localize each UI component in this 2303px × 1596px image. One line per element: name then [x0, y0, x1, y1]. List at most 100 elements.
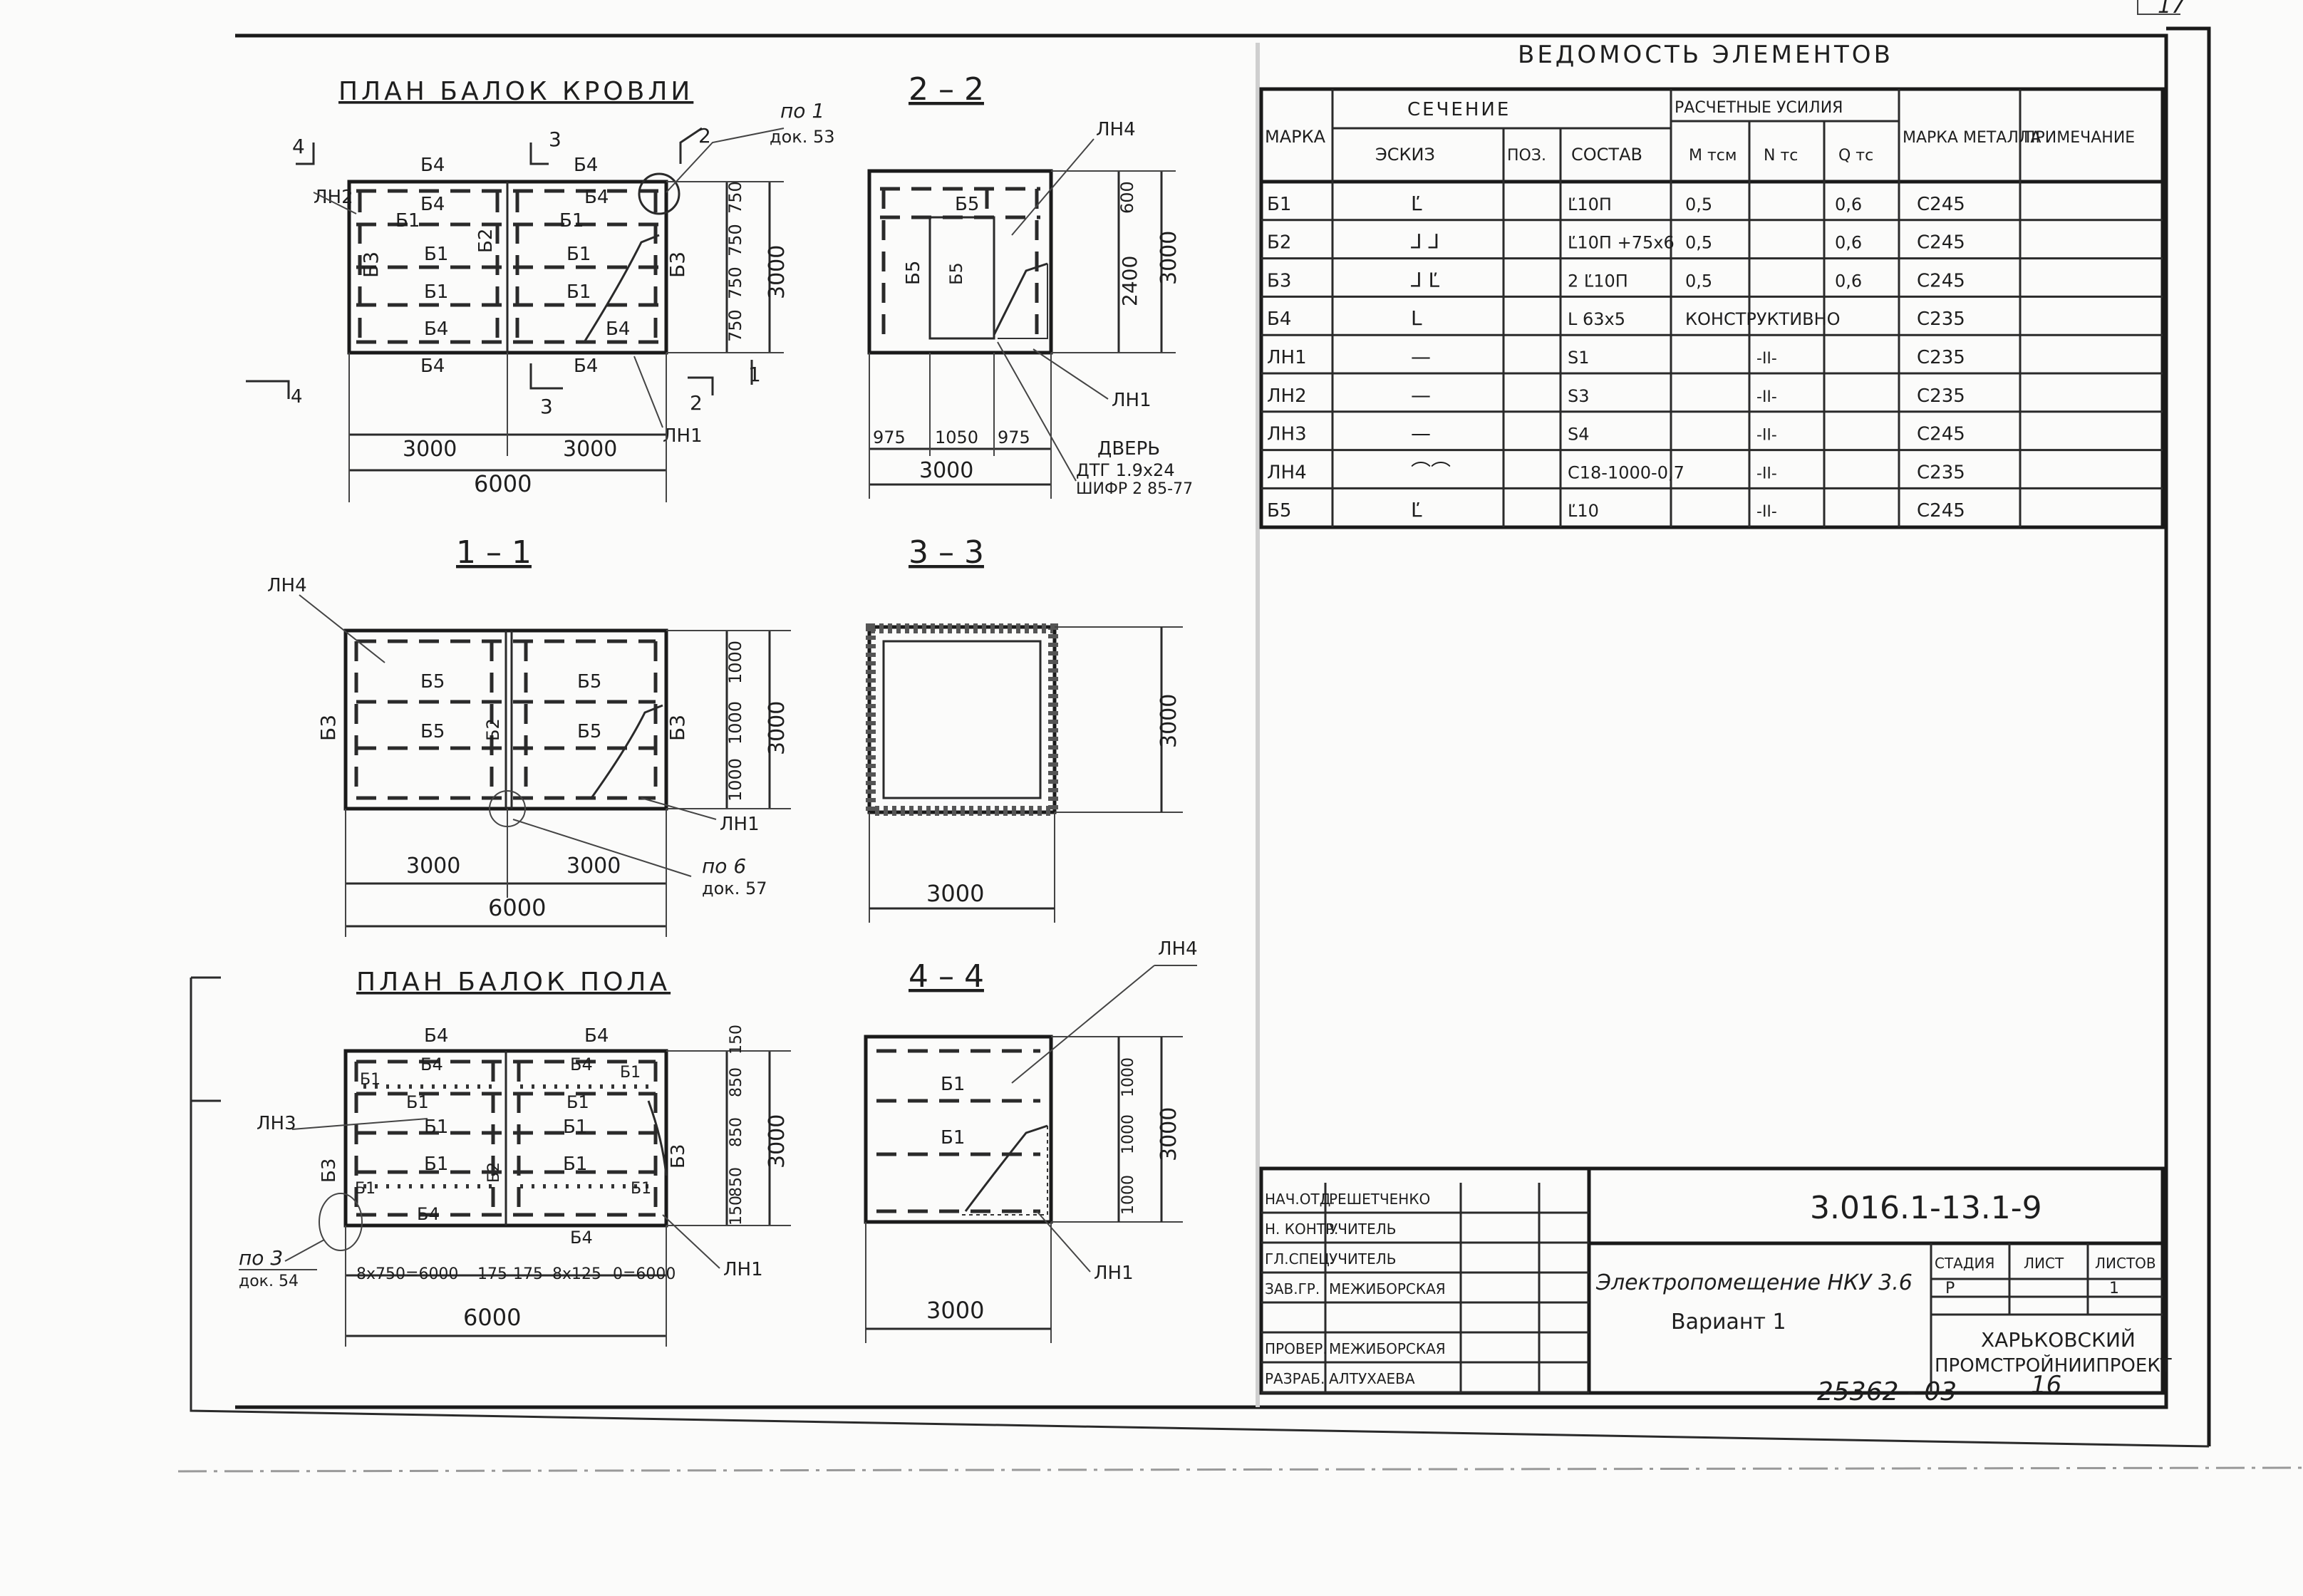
- svg-text:Б1: Б1: [631, 1180, 651, 1198]
- svg-text:3000: 3000: [563, 437, 617, 462]
- svg-text:Б1: Б1: [395, 210, 420, 232]
- svg-text:ПРИМЕЧАНИЕ: ПРИМЕЧАНИЕ: [2024, 129, 2135, 147]
- svg-text:СОСТАВ: СОСТАВ: [1571, 145, 1642, 165]
- stamp-role: ЗАВ.ГР.: [1265, 1280, 1320, 1297]
- svg-text:ДВЕРЬ: ДВЕРЬ: [1097, 438, 1160, 460]
- svg-text:3000: 3000: [926, 880, 984, 907]
- stamp-role: Н. КОНТР.: [1265, 1221, 1338, 1238]
- table-cell-comp: Ľ10П +75х6: [1568, 233, 1675, 253]
- svg-text:Б5: Б5: [955, 194, 979, 215]
- svg-text:Б1: Б1: [563, 1116, 587, 1138]
- table-cell-sketch: —: [1411, 345, 1431, 368]
- table-cell-mark: Б5: [1267, 500, 1291, 522]
- svg-text:6000: 6000: [463, 1304, 521, 1331]
- table-cell-n: -II-: [1756, 427, 1777, 445]
- svg-text:975: 975: [998, 428, 1030, 447]
- table-cell-n: -II-: [1756, 388, 1777, 406]
- svg-text:Б4: Б4: [424, 318, 448, 340]
- svg-text:ХАРЬКОВСКИЙ: ХАРЬКОВСКИЙ: [1981, 1327, 2136, 1352]
- table-cell-mark: Б1: [1267, 194, 1291, 215]
- svg-text:750: 750: [725, 309, 745, 342]
- svg-text:ЛН4: ЛН4: [267, 575, 307, 596]
- object-name: Электропомещение НКУ 3.6: [1595, 1270, 1913, 1295]
- svg-text:Б5: Б5: [577, 721, 601, 742]
- svg-text:Б3: Б3: [666, 715, 689, 741]
- svg-text:Б4: Б4: [420, 155, 445, 176]
- svg-text:Б1: Б1: [406, 1092, 429, 1112]
- svg-text:Р: Р: [1945, 1280, 1955, 1297]
- svg-text:Б4: Б4: [574, 155, 598, 176]
- svg-text:750: 750: [725, 181, 745, 214]
- sheet-frame: [235, 33, 2168, 1409]
- stamp-name: УЧИТЕЛЬ: [1329, 1221, 1396, 1238]
- svg-text:850: 850: [728, 1067, 745, 1097]
- table-cell-q: 0,6: [1835, 195, 1862, 214]
- svg-text:Б1: Б1: [559, 210, 584, 232]
- svg-text:850: 850: [728, 1167, 745, 1197]
- svg-text:Б3: Б3: [668, 1144, 689, 1168]
- svg-text:Б1: Б1: [620, 1064, 641, 1082]
- table-cell-comp: Ľ10П: [1568, 195, 1612, 214]
- svg-text:ЛН1: ЛН1: [663, 425, 703, 447]
- svg-text:ЛИСТОВ: ЛИСТОВ: [2095, 1255, 2156, 1272]
- svg-text:Б1: Б1: [941, 1074, 965, 1095]
- svg-text:МАРКА МЕТАЛЛА: МАРКА МЕТАЛЛА: [1903, 129, 2041, 147]
- svg-text:ЛН3: ЛН3: [257, 1113, 296, 1134]
- svg-text:Б3: Б3: [319, 1159, 340, 1183]
- stamp-role: ПРОВЕР.: [1265, 1340, 1328, 1357]
- table-cell-q: 0,6: [1835, 271, 1862, 291]
- svg-text:Б4: Б4: [417, 1204, 440, 1224]
- svg-text:1000: 1000: [725, 758, 745, 802]
- svg-text:3000: 3000: [403, 437, 457, 462]
- svg-text:док. 53: док. 53: [770, 127, 835, 147]
- svg-text:Б1: Б1: [566, 1092, 589, 1112]
- table-cell-m: 0,5: [1685, 195, 1712, 214]
- table-cell-metal: С245: [1917, 194, 1965, 215]
- svg-text:ЛН4: ЛН4: [1158, 938, 1198, 960]
- table-cell-mark: Б2: [1267, 232, 1291, 254]
- svg-text:ЛН2: ЛН2: [314, 187, 353, 208]
- table-cell-m: 0,5: [1685, 233, 1712, 253]
- table-cell-metal: С245: [1917, 232, 1965, 254]
- table-cell-sketch: ⌒⌒: [1411, 460, 1451, 483]
- svg-text:750: 750: [725, 224, 745, 256]
- table-cell-comp: S4: [1568, 425, 1590, 445]
- svg-text:1: 1: [2109, 1280, 2119, 1297]
- svg-text:3000: 3000: [1156, 694, 1181, 748]
- svg-text:3000: 3000: [1156, 1107, 1181, 1161]
- svg-text:Б1: Б1: [566, 244, 591, 265]
- svg-text:РАСЧЕТНЫЕ УСИЛИЯ: РАСЧЕТНЫЕ УСИЛИЯ: [1675, 99, 1843, 117]
- svg-text:Б5: Б5: [946, 262, 966, 285]
- svg-text:по 6: по 6: [702, 854, 746, 878]
- svg-text:2400: 2400: [1118, 256, 1142, 306]
- svg-text:ЛН4: ЛН4: [1096, 119, 1136, 140]
- svg-text:Б4: Б4: [570, 1054, 593, 1074]
- svg-text:3000: 3000: [1156, 231, 1181, 285]
- table-cell-sketch: Ľ: [1411, 498, 1422, 522]
- svg-text:Б1: Б1: [424, 244, 448, 265]
- svg-text:6000: 6000: [474, 470, 532, 497]
- svg-text:3000: 3000: [566, 854, 621, 879]
- svg-text:док. 54: док. 54: [239, 1273, 299, 1290]
- table-cell-mark: Б3: [1267, 270, 1291, 291]
- table-cell-comp: S3: [1568, 386, 1590, 406]
- svg-text:Б3: Б3: [359, 252, 383, 278]
- svg-text:Б3: Б3: [666, 252, 689, 278]
- svg-text:750: 750: [725, 266, 745, 299]
- table-cell-comp: L 63х5: [1568, 309, 1625, 329]
- svg-text:Б1: Б1: [563, 1154, 587, 1175]
- svg-text:Б1: Б1: [424, 281, 448, 303]
- svg-text:Б5: Б5: [903, 261, 924, 285]
- table-cell-metal: С245: [1917, 500, 1965, 522]
- svg-text:975: 975: [873, 428, 906, 447]
- stamp-name: РЕШЕТЧЕНКО: [1329, 1191, 1430, 1208]
- sheet-number: 17: [2158, 0, 2185, 19]
- table-cell-sketch: L: [1411, 306, 1422, 330]
- svg-text:1050: 1050: [935, 428, 978, 447]
- svg-text:8х125: 8х125: [552, 1265, 601, 1283]
- svg-text:Б4: Б4: [420, 356, 445, 377]
- svg-text:Б4: Б4: [420, 194, 445, 215]
- table-cell-comp: С18-1000-0,7: [1568, 462, 1684, 482]
- svg-text:ЛН1: ЛН1: [1094, 1263, 1134, 1284]
